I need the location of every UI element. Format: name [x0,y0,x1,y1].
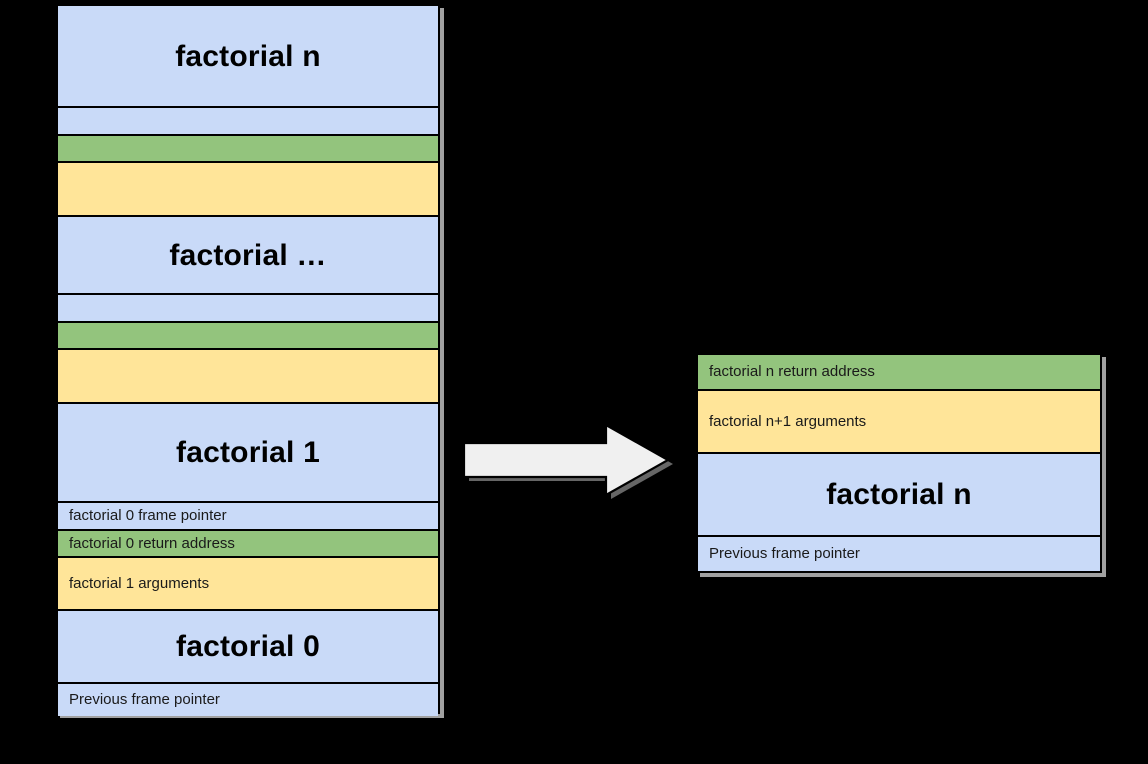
slot-label: factorial n return address [709,363,875,380]
stack-row: factorial … [58,217,438,295]
frame-label: factorial … [169,238,327,272]
stack-row [58,323,438,350]
stack-row: factorial 1 [58,404,438,503]
call-stack-frame-detail: factorial n return address factorial n+1 … [696,353,1102,573]
slot-label: Previous frame pointer [709,545,860,562]
slot-label: factorial n+1 arguments [709,412,867,430]
stack-row [58,136,438,163]
stack-row [58,350,438,404]
slot-label: factorial 0 return address [69,534,235,552]
slot-label: factorial 0 frame pointer [69,507,227,524]
stack-row: factorial 0 return address [58,531,438,558]
frame-label: factorial 1 [176,436,320,469]
stack-row: factorial n [698,454,1100,537]
stack-row: factorial n [58,6,438,108]
arrow-shape [462,423,671,497]
expand-arrow [458,421,674,499]
slot-label: Previous frame pointer [69,691,220,708]
frame-label: factorial n [175,39,321,73]
stack-row: Previous frame pointer [58,684,438,716]
stack-row: factorial 0 frame pointer [58,503,438,531]
stack-row [58,163,438,217]
frame-label: factorial n [826,478,972,511]
call-stack-full: factorial n factorial … factorial 1 factori… [56,4,440,716]
stack-row [58,108,438,136]
stack-row [58,295,438,323]
stack-row: factorial 1 arguments [58,558,438,611]
frame-label: factorial 0 [176,630,320,663]
stack-row: Previous frame pointer [698,537,1100,571]
stack-row: factorial n return address [698,355,1100,391]
stack-row: factorial n+1 arguments [698,391,1100,454]
slot-label: factorial 1 arguments [69,574,210,592]
stack-row: factorial 0 [58,611,438,684]
